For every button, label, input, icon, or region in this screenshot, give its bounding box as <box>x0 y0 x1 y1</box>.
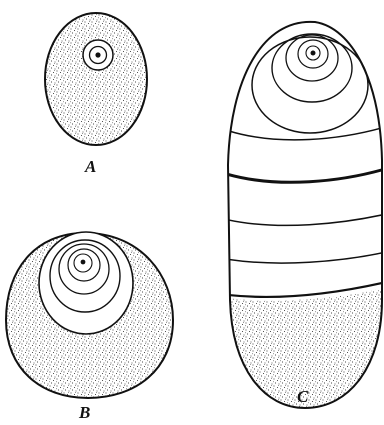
panel-c-nucleus-dot <box>311 51 316 56</box>
panel-a-nucleus-dot <box>95 52 100 57</box>
panel-a-stippled-body <box>45 13 147 145</box>
panel-c-clear-zone <box>210 0 384 300</box>
panel-b: B <box>6 232 173 422</box>
panel-b-label: B <box>78 403 90 422</box>
panel-b-nucleus-dot <box>81 260 86 265</box>
panel-c: C <box>210 0 384 408</box>
panel-c-clear-area <box>210 0 384 300</box>
panel-a-label: A <box>84 157 96 176</box>
panel-a: A <box>45 13 147 176</box>
panel-c-label: C <box>297 387 309 406</box>
